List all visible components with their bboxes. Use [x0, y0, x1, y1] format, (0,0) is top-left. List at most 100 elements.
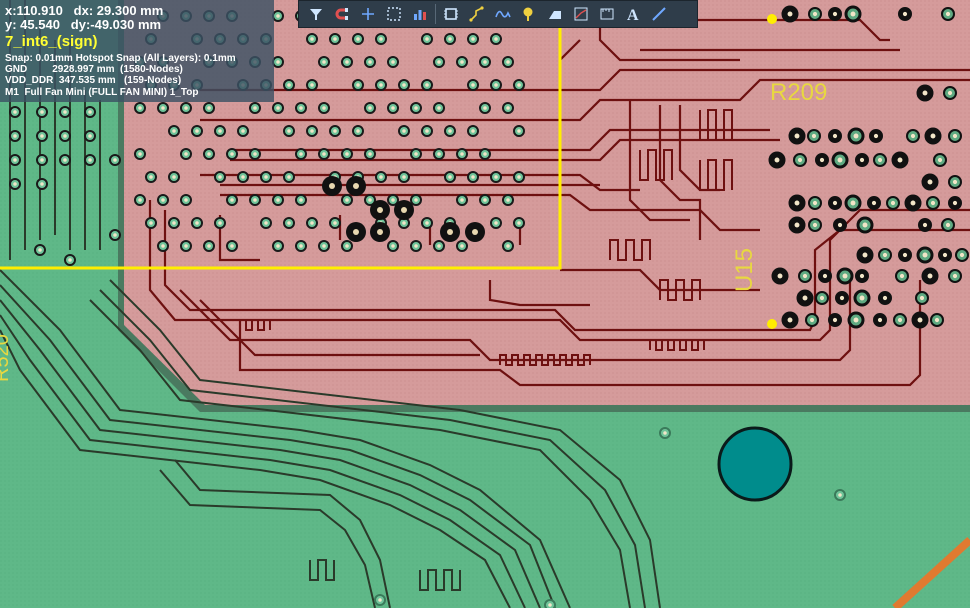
via-hole — [287, 221, 291, 225]
via-hole — [839, 295, 845, 301]
designator-r209: R209 — [770, 79, 827, 106]
filter-button[interactable] — [303, 2, 329, 26]
via-hole — [897, 317, 903, 323]
via-hole — [253, 198, 257, 202]
via-hole — [63, 134, 67, 138]
svg-text:A: A — [627, 7, 639, 23]
large-via-hole — [447, 229, 453, 235]
via-hole — [310, 83, 314, 87]
via-hole — [253, 106, 257, 110]
vdd-net-info: VDD_DDR 347.535 mm (159-Nodes) — [5, 75, 182, 86]
via-hole — [345, 60, 349, 64]
via-hole — [13, 110, 17, 114]
via-hole — [934, 317, 940, 323]
via-hole — [837, 222, 843, 228]
via-button[interactable] — [516, 2, 542, 26]
via-hole — [414, 106, 418, 110]
via-hole — [356, 37, 360, 41]
large-via-hole — [377, 229, 383, 235]
via-hole — [853, 133, 859, 139]
via-hole — [794, 222, 800, 228]
via-hole — [927, 179, 933, 185]
via-hole — [414, 244, 418, 248]
fill-button[interactable] — [542, 2, 568, 26]
via-hole — [184, 106, 188, 110]
via-hole — [838, 493, 842, 497]
via-hole — [287, 83, 291, 87]
chip-button[interactable] — [438, 2, 464, 26]
via-hole — [842, 273, 848, 279]
via-hole — [917, 317, 923, 323]
designator-u15: U15 — [731, 248, 758, 292]
route-icon — [469, 6, 484, 22]
via-hole — [882, 295, 888, 301]
via-hole — [368, 152, 372, 156]
via-hole — [414, 152, 418, 156]
via-hole — [797, 157, 803, 163]
via-hole — [184, 198, 188, 202]
toolbar: A — [298, 0, 698, 28]
via-hole — [471, 175, 475, 179]
orange-trace — [892, 537, 970, 608]
via-hole — [322, 60, 326, 64]
via-hole — [40, 182, 44, 186]
via-hole — [207, 244, 211, 248]
via-hole — [952, 133, 958, 139]
component-info: M1 Full Fan Mini (FULL FAN MINI) 1_Top — [5, 87, 199, 98]
via-hole — [207, 106, 211, 110]
via-hole — [241, 129, 245, 133]
via-hole — [333, 129, 337, 133]
graph-button[interactable] — [568, 2, 594, 26]
via-hole — [391, 106, 395, 110]
via-hole — [63, 158, 67, 162]
via-hole — [113, 233, 117, 237]
via-hole — [862, 222, 868, 228]
via-hole — [460, 244, 464, 248]
via-hole — [391, 244, 395, 248]
via-hole — [517, 221, 521, 225]
via-hole — [230, 244, 234, 248]
via-hole — [548, 603, 552, 607]
via-hole — [952, 200, 958, 206]
via-hole — [184, 152, 188, 156]
via-hole — [945, 11, 951, 17]
line-button[interactable] — [646, 2, 672, 26]
text-button[interactable]: A — [620, 2, 646, 26]
via-hole — [832, 317, 838, 323]
ruler-button[interactable] — [594, 2, 620, 26]
large-via-hole — [401, 207, 407, 213]
via-hole — [471, 37, 475, 41]
via-hole — [890, 200, 896, 206]
via-hole — [287, 175, 291, 179]
magnet-button[interactable] — [329, 2, 355, 26]
via-hole — [345, 244, 349, 248]
bar-chart-button[interactable] — [407, 2, 433, 26]
via-hole — [471, 83, 475, 87]
via-hole — [333, 37, 337, 41]
via-hole — [910, 133, 916, 139]
snap-info: Snap: 0.01mm Hotspot Snap (All Layers): … — [5, 53, 236, 64]
via-hole — [402, 129, 406, 133]
via-hole — [494, 221, 498, 225]
select-rect-button[interactable] — [381, 2, 407, 26]
large-via-hole — [353, 183, 359, 189]
via-hole — [952, 179, 958, 185]
crosshair-button[interactable] — [355, 2, 381, 26]
wave-button[interactable] — [490, 2, 516, 26]
route-button[interactable] — [464, 2, 490, 26]
via-hole — [859, 157, 865, 163]
via-hole — [802, 295, 808, 301]
via-hole — [264, 221, 268, 225]
via-hole — [506, 198, 510, 202]
via-hole — [63, 110, 67, 114]
via-hole — [425, 37, 429, 41]
via-hole — [149, 175, 153, 179]
via-hole — [832, 133, 838, 139]
via-hole — [930, 200, 936, 206]
via-hole — [218, 129, 222, 133]
via-hole — [448, 175, 452, 179]
mounting-hole[interactable] — [717, 426, 793, 502]
via-hole — [494, 175, 498, 179]
